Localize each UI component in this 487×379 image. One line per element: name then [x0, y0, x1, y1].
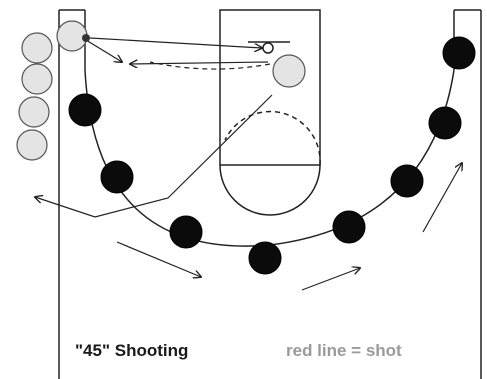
rotation-arrow-3 — [422, 163, 462, 233]
shooting-spot-8 — [442, 36, 476, 70]
ball — [82, 34, 90, 42]
offense-player-line-2 — [21, 63, 53, 95]
legend-text: red line = shot — [286, 341, 402, 360]
offense-player-line-4 — [16, 129, 48, 161]
offense-player-passer-corner — [56, 20, 88, 52]
shooting-spot-7 — [428, 106, 462, 140]
shooting-spot-5 — [332, 210, 366, 244]
shooting-spot-3 — [169, 215, 203, 249]
free-throw-circle-bottom — [219, 164, 321, 216]
offense-player-line-3 — [18, 96, 50, 128]
rotation-arrow-1 — [116, 241, 201, 277]
pass-arrow-to-wing — [85, 39, 122, 62]
shooting-spots — [68, 36, 476, 275]
movement-arrows — [35, 37, 462, 291]
court-lines — [58, 9, 482, 379]
offense-player-line-1 — [21, 32, 53, 64]
shooting-spot-1 — [68, 93, 102, 127]
drill-title: "45" Shooting — [75, 341, 188, 360]
key-lane — [219, 9, 321, 166]
cut-arrow-left — [35, 94, 273, 218]
free-throw-circle-top — [224, 110, 321, 166]
three-point-arc — [84, 69, 455, 247]
shooting-spot-4 — [248, 241, 282, 275]
rotation-arrow-2 — [301, 268, 360, 291]
return-pass-arrow — [130, 62, 269, 64]
shooting-spot-6 — [390, 164, 424, 198]
rim — [262, 42, 274, 54]
offense-player-post — [272, 54, 306, 88]
offense-players — [16, 20, 306, 161]
shooting-spot-2 — [100, 160, 134, 194]
dashed-pass-arrow — [149, 61, 271, 70]
pass-arrow-to-basket — [89, 37, 262, 48]
